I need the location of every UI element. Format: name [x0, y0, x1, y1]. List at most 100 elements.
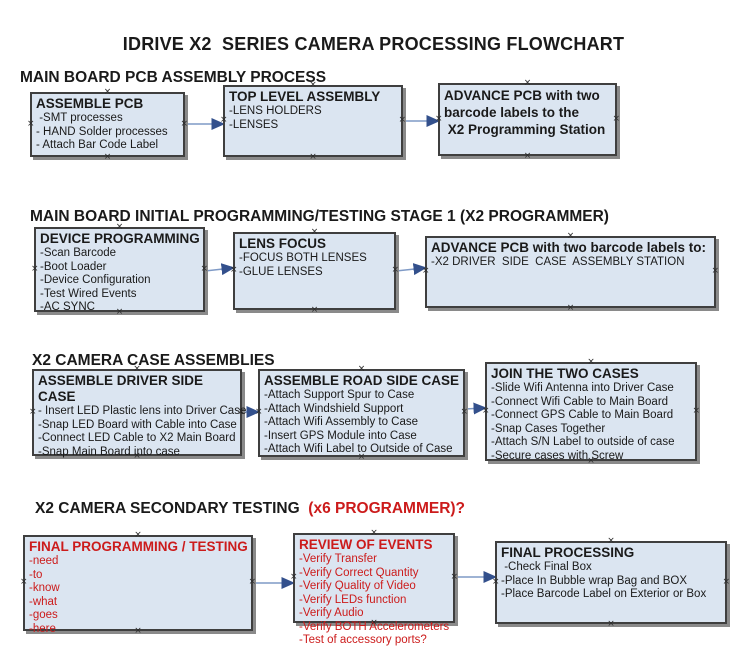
box-item: -Connect Wifi Cable to Main Board	[491, 395, 669, 408]
box-items: -need-to-know-what-goes-here	[29, 555, 249, 636]
flow-box-device-programming: DEVICE PROGRAMMING -Scan Barcode-Boot Lo…	[31, 223, 208, 317]
connection-handle-icon: ×	[20, 577, 28, 588]
section-header-text: MAIN BOARD INITIAL PROGRAMMING/TESTING S…	[30, 207, 609, 225]
box-item: - HAND Solder processes	[36, 125, 168, 138]
connection-handle-icon: ×	[722, 576, 730, 587]
connection-handle-icon: ×	[248, 577, 256, 588]
box-items: -Scan Barcode-Boot Loader-Device Configu…	[40, 247, 201, 315]
connection-handle-icon: ×	[180, 118, 188, 129]
box-item: -Snap Main Board into case	[38, 445, 180, 458]
connection-handle-icon: ×	[29, 406, 37, 417]
flow-box-assemble-pcb: ASSEMBLE PCB -SMT processes- HAND Solder…	[27, 88, 188, 162]
box-item: -Snap LED Board with Cable into Case	[38, 418, 237, 431]
connection-handle-icon: ×	[711, 266, 719, 277]
box-items: -FOCUS BOTH LENSES-GLUE LENSES	[239, 252, 392, 279]
section-header-text: MAIN BOARD PCB ASSEMBLY PROCESS	[20, 68, 327, 86]
box-items: -Slide Wifi Antenna into Driver Case-Con…	[491, 382, 693, 463]
section-header-case-assemblies: X2 CAMERA CASE ASSEMBLIES	[32, 352, 275, 370]
flow-box-assemble-road-side-case: ASSEMBLE ROAD SIDE CASE -Attach Support …	[255, 365, 468, 462]
box-item: -Verify Correct Quantity	[299, 566, 419, 579]
box-item: -to	[29, 568, 43, 581]
box-title: DEVICE PROGRAMMING	[40, 231, 200, 246]
connection-handle-icon: ×	[103, 152, 112, 162]
box-item: -Insert GPS Module into Case	[264, 429, 417, 442]
box-item: -what	[29, 595, 58, 608]
box-item: -here	[29, 622, 56, 635]
flow-box-top-level-assembly: TOP LEVEL ASSEMBLY -LENS HOLDERS-LENSES …	[220, 81, 406, 162]
box-item: -Connect GPS Cable to Main Board	[491, 409, 674, 421]
connection-handle-icon: ×	[391, 265, 399, 276]
box-items: -Check Final Box-Place In Bubble wrap Ba…	[501, 561, 723, 602]
box-item: -Slide Wifi Antenna into Driver Case	[491, 382, 674, 394]
box-item: -LENSES	[229, 118, 279, 131]
box-item: -Attach S/N Label to outside of case	[491, 436, 675, 448]
connection-handle-icon: ×	[290, 572, 298, 583]
box-items: -X2 DRIVER SIDE CASE ASSEMBLY STATION	[431, 256, 712, 270]
connection-handle-icon: ×	[566, 303, 575, 313]
flow-box-review-of-events: REVIEW OF EVENTS -Verify Transfer-Verify…	[290, 529, 458, 647]
box-item: -Place In Bubble wrap Bag and BOX	[501, 574, 688, 587]
section-header-text: X2 CAMERA SECONDARY TESTING	[35, 499, 309, 517]
box-item: -Verify Quality of Video	[299, 580, 416, 592]
box-title: REVIEW OF EVENTS	[299, 537, 433, 552]
box-item: -Attach Windshield Support	[264, 402, 404, 415]
box-item: -Device Configuration	[40, 274, 151, 286]
box-items: -Verify Transfer-Verify Correct Quantity…	[299, 553, 451, 648]
connection-handle-icon: ×	[309, 152, 317, 162]
box-title: TOP LEVEL ASSEMBLY	[229, 89, 381, 104]
connection-handle-icon: ×	[607, 619, 615, 629]
box-item: -know	[29, 582, 60, 594]
box-title: FINAL PROGRAMMING / TESTING	[29, 539, 248, 554]
box-title: ASSEMBLE DRIVER SIDE CASE	[38, 373, 207, 404]
section-header-red-text: (x6 PROGRAMMER)?	[308, 499, 466, 517]
flow-box-advance-pcb-programming-station: ADVANCE PCB with two barcode labels to t…	[435, 79, 620, 161]
box-item: -X2 DRIVER SIDE CASE ASSEMBLY STATION	[431, 256, 685, 268]
box-items: - Insert LED Plastic lens into Driver Ca…	[38, 405, 246, 459]
box-item: -Attach Wifi Assembly to Case	[264, 416, 419, 428]
flow-arrow	[464, 402, 487, 415]
box-title: LENS FOCUS	[239, 236, 327, 251]
box-title: JOIN THE TWO CASES	[491, 366, 639, 381]
connection-handle-icon: ×	[310, 305, 319, 315]
box-item: -Check Final Box	[501, 561, 592, 573]
box-item: -Test Wired Events	[40, 287, 137, 300]
flow-arrow	[395, 263, 427, 276]
connection-handle-icon: ×	[460, 407, 468, 418]
connection-handle-icon: ×	[220, 115, 228, 126]
box-item: -Secure cases with Screw	[491, 449, 624, 462]
box-items: -LENS HOLDERS-LENSES	[229, 105, 399, 132]
connection-handle-icon: ×	[435, 113, 443, 124]
box-item: -Verify Audio	[299, 607, 364, 619]
box-title: ADVANCE PCB with two barcode labels to t…	[444, 88, 606, 137]
box-item: -Verify LEDs function	[299, 593, 407, 606]
connection-handle-icon: ×	[200, 263, 208, 274]
box-item: -goes	[29, 609, 58, 621]
connection-handle-icon: ×	[482, 405, 490, 416]
connection-handle-icon: ×	[692, 405, 700, 416]
box-item: -Verify BOTH Accelerometers	[299, 620, 450, 633]
connection-handle-icon: ×	[523, 151, 532, 161]
box-item: -AC SYNC	[40, 301, 95, 313]
box-item: -Verify Transfer	[299, 553, 377, 565]
connection-handle-icon: ×	[255, 407, 263, 418]
flow-box-final-programming-testing: FINAL PROGRAMMING / TESTING -need-to-kno…	[20, 531, 256, 636]
connection-handle-icon: ×	[31, 263, 39, 274]
connection-handle-icon: ×	[612, 113, 620, 124]
section-header-pcb-assembly: MAIN BOARD PCB ASSEMBLY PROCESS	[20, 69, 326, 87]
box-title: ADVANCE PCB with two barcode labels to:	[431, 240, 707, 255]
connection-handle-icon: ×	[230, 265, 238, 276]
box-item: -LENS HOLDERS	[229, 105, 322, 117]
box-item: -Place Barcode Label on Exterior or Box	[501, 588, 707, 600]
box-items: -SMT processes- HAND Solder processes- A…	[36, 112, 181, 153]
flow-box-assemble-driver-side-case: ASSEMBLE DRIVER SIDE CASE - Insert LED P…	[29, 365, 246, 461]
flow-arrow	[204, 263, 235, 276]
section-header-secondary-testing: X2 CAMERA SECONDARY TESTING (x6 PROGRAMM…	[35, 500, 465, 518]
flow-box-advance-pcb-driver-side: ADVANCE PCB with two barcode labels to: …	[422, 232, 719, 313]
box-item: -Snap Cases Together	[491, 422, 606, 435]
box-item: -Attach Support Spur to Case	[264, 389, 415, 401]
flow-box-final-processing: FINAL PROCESSING -Check Final Box-Place …	[492, 537, 730, 629]
box-item: -Attach Wifi Label to Outside of Case	[264, 443, 453, 455]
box-items: -Attach Support Spur to Case-Attach Wind…	[264, 389, 461, 457]
box-item: -GLUE LENSES	[239, 265, 323, 278]
connection-handle-icon: ×	[492, 576, 500, 587]
